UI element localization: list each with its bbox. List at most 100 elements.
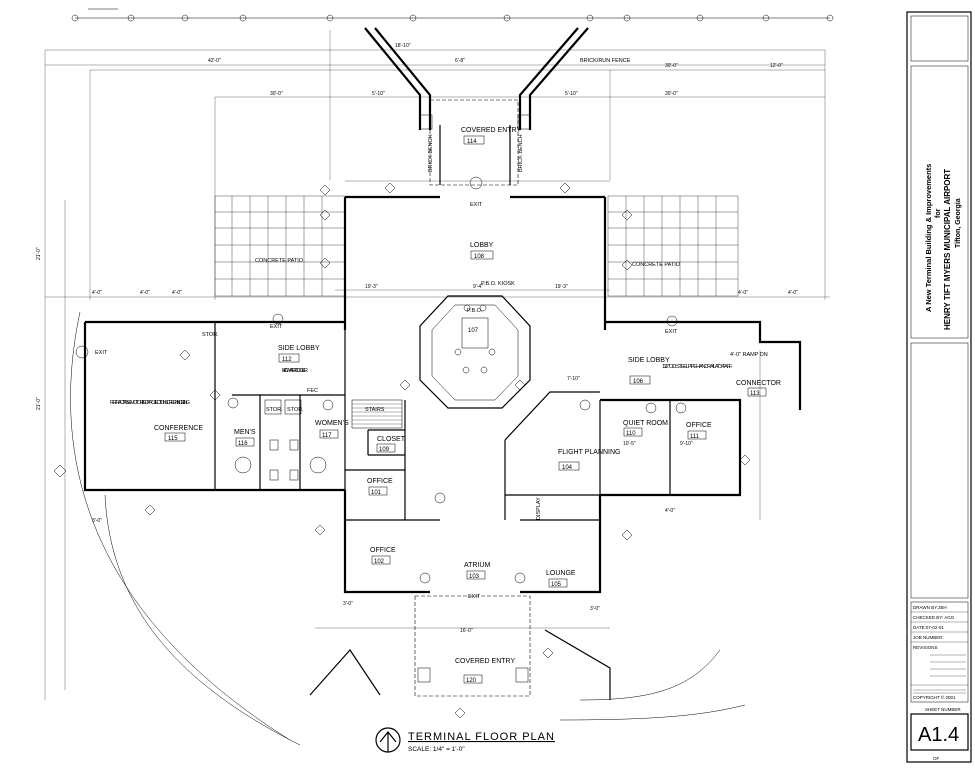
exit-side-west: EXIT bbox=[270, 324, 283, 330]
covered-entry-south: COVERED ENTRY 120 bbox=[309, 595, 611, 700]
room-connector: CONNECTOR bbox=[736, 380, 781, 387]
dim-left-2: 21'-0" bbox=[36, 397, 42, 410]
dim-mid-6: 4'-0" bbox=[172, 290, 182, 296]
room-lobby-num: 108 bbox=[474, 254, 485, 260]
title-info-box bbox=[910, 601, 969, 703]
concrete-patio-w-label: CONCRETE PATIO bbox=[255, 258, 304, 264]
room-lobby: LOBBY bbox=[470, 242, 494, 249]
drawing-scale: SCALE: 1/4" = 1'-0" bbox=[408, 746, 465, 753]
drawn-by: DRAWN BY:JBH bbox=[913, 605, 947, 610]
room-flight-planning-num: 104 bbox=[562, 465, 573, 471]
brick-fence: BRICK/RUN FENCE bbox=[364, 27, 631, 130]
dim-mid-5: 4'-0" bbox=[140, 290, 150, 296]
room-covered-entry-s: COVERED ENTRY bbox=[455, 658, 515, 665]
room-lounge-num: 105 bbox=[551, 582, 562, 588]
dim-bot-4: 3'-0" bbox=[92, 518, 102, 524]
sheet-number: A1.4 bbox=[918, 724, 959, 746]
room-quiet-room-num: 110 bbox=[626, 431, 636, 437]
dim-bot-1: 16'-0" bbox=[460, 628, 473, 634]
room-side-lobby-e: SIDE LOBBY bbox=[628, 357, 670, 364]
room-womens: WOMEN'S bbox=[315, 420, 349, 427]
dim-top-7: 30'-0" bbox=[665, 91, 678, 97]
pbo-label: P.B.O. bbox=[467, 308, 483, 314]
room-mens: MEN'S bbox=[234, 429, 256, 436]
revisions: REVISIONS bbox=[913, 645, 938, 650]
exit-south: EXIT bbox=[468, 594, 481, 600]
dim-r-2: 9'-10" bbox=[680, 441, 693, 447]
dim-mid-2: 19'-3" bbox=[555, 284, 568, 290]
room-side-lobby-e-num: 106 bbox=[633, 379, 644, 385]
date: DATE:07-02-01 bbox=[913, 625, 944, 630]
project-line-2: for bbox=[935, 208, 942, 218]
room-atrium-num: 103 bbox=[469, 574, 480, 580]
concrete-patio-e-label: CONCRETE PATIO bbox=[632, 262, 681, 268]
room-side-lobby-w-num: 112 bbox=[282, 357, 292, 363]
project-line-3: HENRY TIFT MYERS MUNICIPAL AIRPORT bbox=[943, 169, 952, 330]
room-quiet-room: QUIET ROOM bbox=[623, 420, 668, 427]
room-conference: CONFERENCE bbox=[154, 425, 203, 432]
plan-notes: RETRACTABLE MOTORIZED PROJECTION SCREEN … bbox=[95, 202, 768, 600]
dim-mid-3: 9'-4" bbox=[473, 284, 483, 290]
room-office-w2: OFFICE bbox=[370, 547, 396, 554]
stor-label-1: STOR. bbox=[266, 407, 283, 413]
dim-top-9: 5'-10" bbox=[565, 91, 578, 97]
room-lounge: LOUNGE bbox=[546, 570, 576, 577]
room-office-w1-num: 101 bbox=[371, 490, 382, 496]
concrete-patio-west: CONCRETE PATIO bbox=[214, 195, 346, 297]
project-line-1: A New Terminal Building & Improvements bbox=[924, 164, 933, 312]
dim-top-8: 5'-10" bbox=[372, 91, 385, 97]
room-office-w2-num: 102 bbox=[374, 559, 385, 565]
dim-mid-8: 4'-0" bbox=[788, 290, 798, 296]
note-projection-screen-1: RETRACTABLE MOTORIZED PROJECTION SCREEN … bbox=[110, 400, 190, 406]
room-conference-num: 115 bbox=[168, 436, 178, 442]
display-label: DISPLAY bbox=[536, 497, 542, 520]
stor-label-3: STOR. bbox=[202, 332, 219, 338]
dimension-lines: 18'-10" 6'-8" 42'-0" 30'-0" 30'-0" 12'-0… bbox=[36, 30, 830, 700]
room-side-lobby-w: SIDE LOBBY bbox=[278, 345, 320, 352]
room-closet-num: 109 bbox=[379, 447, 390, 453]
concrete-patio-east: CONCRETE PATIO bbox=[607, 195, 739, 297]
note-water-cooler: HI-LO WATER COOLER bbox=[282, 368, 308, 374]
dim-top-2: 6'-8" bbox=[455, 58, 465, 64]
stairs bbox=[351, 399, 403, 429]
pbo-kiosk: P.B.O. 107 P.B.O. KIOSK bbox=[419, 281, 531, 409]
drawing-title: TERMINAL FLOOR PLAN bbox=[408, 731, 555, 743]
note-ramp: 4'-0" RAMP DN bbox=[730, 352, 768, 358]
title-blank-box bbox=[910, 342, 969, 599]
room-atrium: ATRIUM bbox=[464, 562, 490, 569]
room-office-e: OFFICE bbox=[686, 422, 712, 429]
copyright: COPYRIGHT © 2001 bbox=[913, 694, 956, 700]
project-line-4: Tifton, Georgia bbox=[955, 198, 962, 248]
brick-fence-note: BRICK/RUN FENCE bbox=[580, 58, 631, 64]
job-number: JOB NUMBER: bbox=[913, 635, 944, 640]
room-labels: LOBBY 108 SIDE LOBBY 112 SIDE LOBBY 106 … bbox=[154, 242, 781, 588]
room-office-e-num: 111 bbox=[690, 434, 700, 440]
exit-side-east: EXIT bbox=[665, 329, 678, 335]
dim-r-1: 10'-5" bbox=[623, 441, 636, 447]
title-project-box bbox=[910, 65, 969, 339]
title-block: A New Terminal Building & Improvements f… bbox=[906, 11, 972, 763]
exit-west: EXIT bbox=[95, 350, 108, 356]
dim-bot-3: 3'-0" bbox=[590, 606, 600, 612]
room-covered-entry-n-num: 114 bbox=[467, 139, 477, 145]
room-office-w1: OFFICE bbox=[367, 478, 393, 485]
sheet-of: OF bbox=[933, 756, 940, 761]
dim-bot-5: 4'-0" bbox=[665, 508, 675, 514]
covered-entry-north: BRICK BENCH BRICK BENCH COVERED ENTRY 11… bbox=[428, 99, 524, 186]
section-markers bbox=[53, 176, 751, 719]
checked-by: CHECKED BY: AGG bbox=[913, 615, 955, 620]
sheet-number-box bbox=[910, 713, 969, 751]
stairs-label: STAIRS bbox=[365, 407, 385, 413]
dim-top-1: 18'-10" bbox=[395, 43, 411, 49]
brick-bench-e: BRICK BENCH bbox=[518, 134, 524, 172]
room-covered-entry-s-num: 120 bbox=[466, 678, 477, 684]
dim-top-6: 12'-0" bbox=[770, 63, 783, 69]
building-walls bbox=[83, 195, 802, 594]
dim-top-3: 42'-0" bbox=[208, 58, 221, 64]
dim-r-3: 7'-10" bbox=[567, 376, 580, 382]
pbo-num: 107 bbox=[468, 328, 479, 334]
brick-bench-w: BRICK BENCH bbox=[428, 134, 434, 172]
note-handrail: 11/2" O.D. STEEL PIPE HANDRAIL AT 34" A.… bbox=[662, 364, 733, 370]
room-womens-num: 117 bbox=[322, 433, 332, 439]
room-covered-entry-n: COVERED ENTRY bbox=[461, 127, 521, 134]
